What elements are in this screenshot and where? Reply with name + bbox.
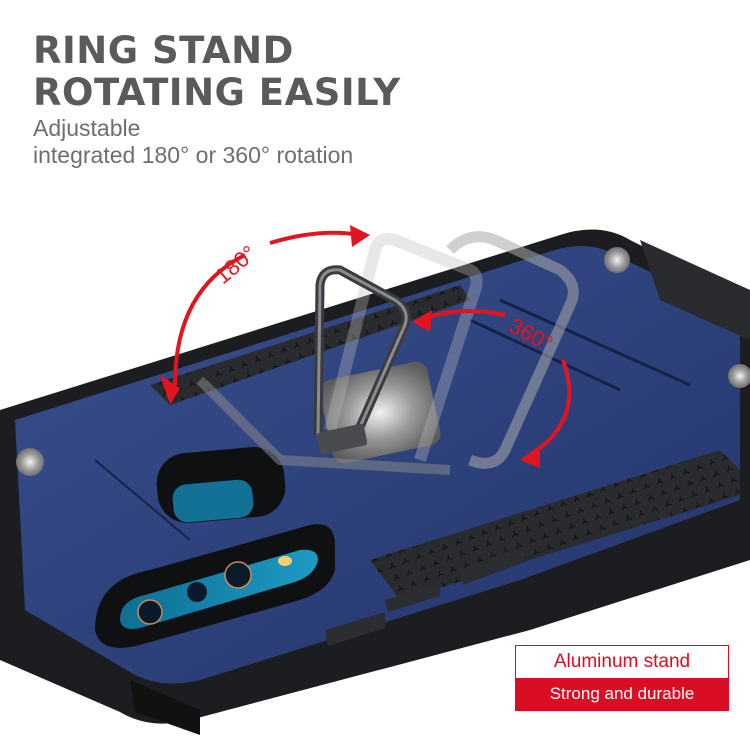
headline-line-2: ROTATING EASILY (33, 71, 401, 114)
feature-badge: Aluminum stand Strong and durable (515, 645, 729, 711)
subtitle-line-1: Adjustable (33, 115, 141, 141)
headline-line-1: RING STAND (33, 29, 294, 72)
headline: RING STAND ROTATING EASILY (33, 30, 401, 114)
subtitle-line-2: integrated 180° or 360° rotation (33, 142, 354, 168)
ring-stand (196, 231, 579, 475)
rotation-arrows (160, 225, 572, 468)
badge-top-label: Aluminum stand (516, 646, 728, 678)
badge-bottom-label: Strong and durable (516, 678, 728, 710)
